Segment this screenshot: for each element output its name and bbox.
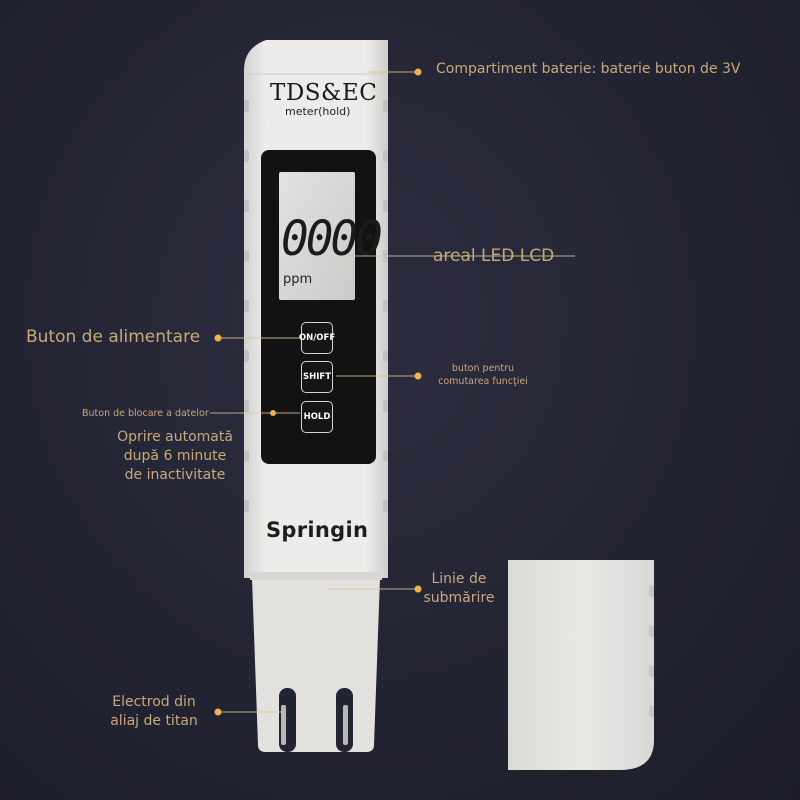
callout-power: Buton de alimentare [26,327,201,347]
callout-dot-shift [414,372,422,380]
callout-shift-line1: buton pentru [451,363,515,374]
callout-auto-off-line1: Oprire automată [117,429,233,445]
lcd-unit: ppm [283,272,313,287]
shift-button[interactable]: SHIFT [301,361,333,393]
callout-lcd: areal LED LCD [433,246,555,266]
protective-cap [508,560,654,770]
lcd-reading: 0000 [281,209,383,267]
callout-dot-immersion [414,585,422,593]
brand-logo: Springin [266,518,369,542]
callout-dot-power [214,334,222,342]
callout-dot-battery [414,68,422,76]
callout-auto-off-line3: de inactivitate [124,467,226,483]
callout-auto-off: Oprire automată după 6 minute de inactiv… [108,428,242,485]
probe-housing [252,578,380,752]
on-off-button[interactable]: ON/OFF [299,322,335,354]
callout-hold: Buton de blocare a datelor [82,408,209,419]
hold-button[interactable]: HOLD [301,401,333,433]
lcd-screen [279,172,355,300]
device-subtitle: meter(hold) [285,105,351,118]
callout-auto-off-line2: după 6 minute [123,448,227,464]
callout-shift: buton pentru comutarea funcţiei [428,362,538,388]
callout-immersion-line1: Linie de [431,571,487,587]
callout-shift-line2: comutarea funcţiei [438,376,528,387]
device-title: TDS&EC [270,80,378,106]
callout-immersion: Linie de submărire [418,570,500,608]
callout-battery: Compartiment baterie: baterie buton de 3… [436,61,741,77]
callout-dot-hold [270,410,276,416]
callout-electrode: Electrod din aliaj de titan [100,693,208,731]
callout-electrode-line2: aliaj de titan [110,713,198,729]
callout-immersion-line2: submărire [423,590,495,606]
callout-electrode-line1: Electrod din [112,694,196,710]
grip-notches [244,100,388,512]
callout-dot-electrode [214,708,222,716]
